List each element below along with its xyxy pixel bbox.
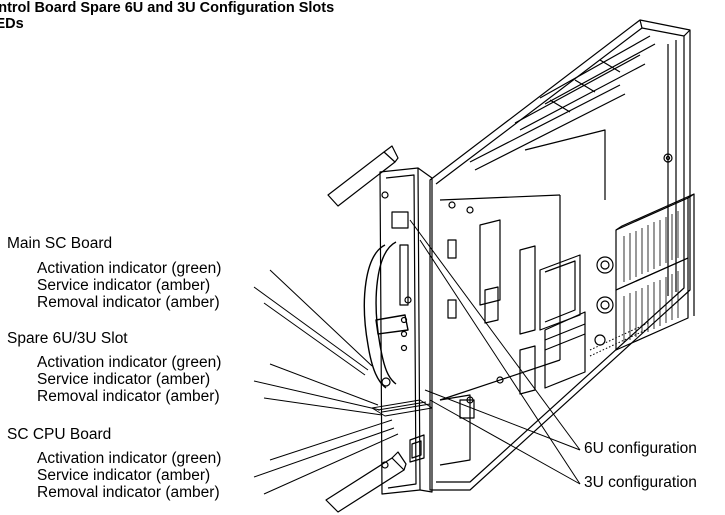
diagram-title: n Control Board Spare 6U and 3U Configur… [0,0,560,32]
config-6u-label: 6U configuration [584,440,697,457]
spare-service-label: Service indicator (amber) [37,371,211,388]
spare-removal-label: Removal indicator (amber) [37,388,220,405]
group-heading-spare-slot: Spare 6U/3U Slot [7,330,128,347]
ribbon-cable [371,399,433,417]
leader-lines [253,219,581,495]
backplane-slots [447,201,536,404]
cpu-service-label: Service indicator (amber) [37,467,211,484]
top-lever [327,145,399,207]
cpu-activation-label: Activation indicator (green) [37,450,222,467]
main-sc-service-label: Service indicator (amber) [37,277,211,294]
sc-faceplate [379,167,433,495]
main-sc-removal-label: Removal indicator (amber) [37,294,220,311]
main-sc-activation-label: Activation indicator (green) [37,260,222,277]
title-line-1: n Control Board Spare 6U and 3U Configur… [0,0,335,16]
title-line-2: ard LEDs [0,16,24,32]
group-heading-sc-cpu-board: SC CPU Board [7,426,112,443]
connector-block [539,254,586,389]
spare-activation-label: Activation indicator (green) [37,354,222,371]
heatsink-module [594,193,695,351]
perforation-row [589,321,651,357]
ejector-handle [363,241,409,389]
config-3u-label: 3U configuration [584,474,697,491]
cpu-removal-label: Removal indicator (amber) [37,484,220,501]
bottom-lever [325,451,407,513]
group-heading-main-sc-board: Main SC Board [7,235,113,252]
chassis-frame [429,19,691,491]
